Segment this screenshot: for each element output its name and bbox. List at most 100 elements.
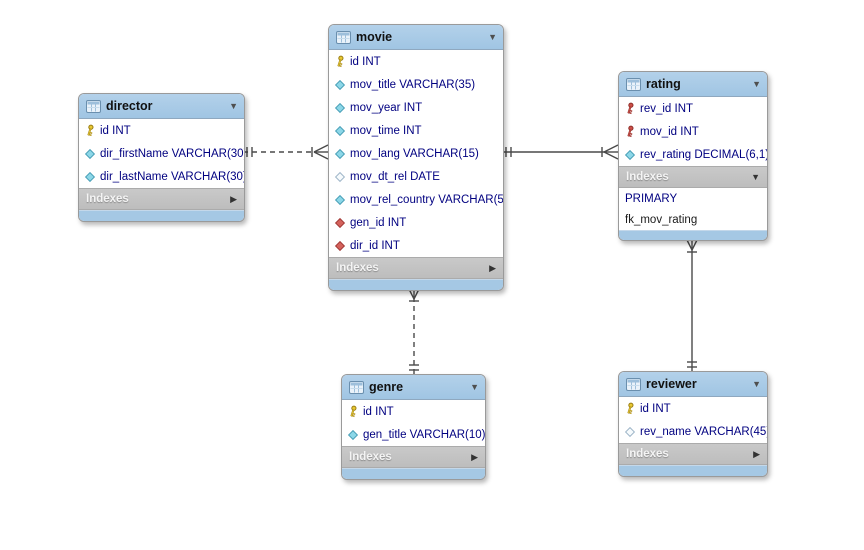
table-icon xyxy=(626,377,641,391)
primary-foreign-key-icon xyxy=(624,102,636,115)
column-definition: dir_id INT xyxy=(350,239,400,252)
column-definition: mov_dt_rel DATE xyxy=(350,170,440,183)
column-definition: mov_lang VARCHAR(15) xyxy=(350,147,479,160)
column-icon xyxy=(624,148,636,161)
collapse-arrow-icon[interactable]: ▼ xyxy=(470,381,479,392)
column-definition: id INT xyxy=(363,405,394,418)
indexes-label: Indexes xyxy=(86,193,129,205)
table-name: director xyxy=(106,99,153,113)
column-definition: gen_title VARCHAR(10) xyxy=(363,428,486,441)
column-row-mov_id[interactable]: mov_id INT xyxy=(619,120,767,143)
table-footer xyxy=(329,279,503,290)
column-row-mov_dt_rel[interactable]: mov_dt_rel DATE xyxy=(329,165,503,188)
column-definition: rev_id INT xyxy=(640,102,694,115)
column-row-dir_lastName[interactable]: dir_lastName VARCHAR(30) xyxy=(79,165,244,188)
primary-key-icon xyxy=(624,402,636,415)
column-definition: rev_rating DECIMAL(6,1) xyxy=(640,148,768,161)
column-definition: mov_id INT xyxy=(640,125,699,138)
relationship-genre-movie[interactable] xyxy=(406,284,422,374)
table-header[interactable]: movie ▼ xyxy=(329,25,503,50)
column-row-id[interactable]: id INT xyxy=(619,397,767,420)
table-name: genre xyxy=(369,380,404,394)
index-name: fk_mov_rating xyxy=(625,213,698,226)
column-icon xyxy=(334,124,346,137)
table-name: movie xyxy=(356,30,393,44)
column-row-mov_time[interactable]: mov_time INT xyxy=(329,119,503,142)
indexes-expanded-arrow-icon[interactable]: ▼ xyxy=(751,171,760,182)
column-definition: mov_title VARCHAR(35) xyxy=(350,78,476,91)
primary-foreign-key-icon xyxy=(624,125,636,138)
indexes-bar[interactable]: Indexes ▶ xyxy=(329,257,503,279)
column-row-rev_rating[interactable]: rev_rating DECIMAL(6,1) xyxy=(619,143,767,166)
column-row-rev_id[interactable]: rev_id INT xyxy=(619,97,767,120)
table-rating[interactable]: rating ▼ rev_id INT mov_id INT rev_rating DE… xyxy=(618,71,768,241)
relationship-movie-rating[interactable] xyxy=(502,144,619,160)
indexes-bar[interactable]: Indexes ▶ xyxy=(79,188,244,210)
table-footer xyxy=(619,230,767,240)
indexes-bar[interactable]: Indexes▼ xyxy=(619,166,767,188)
column-row-dir_firstName[interactable]: dir_firstName VARCHAR(30) xyxy=(79,142,244,165)
table-icon xyxy=(86,99,101,113)
collapse-arrow-icon[interactable]: ▼ xyxy=(229,100,238,111)
indexes-label: Indexes xyxy=(336,262,379,274)
table-footer xyxy=(619,465,767,476)
column-row-id[interactable]: id INT xyxy=(329,50,503,73)
table-director[interactable]: director ▼ id INT dir_firstName VARCHAR(30)… xyxy=(78,93,245,222)
column-icon xyxy=(334,101,346,114)
foreign-key-column-icon xyxy=(334,239,346,252)
column-definition: mov_time INT xyxy=(350,124,422,137)
collapse-arrow-icon[interactable]: ▼ xyxy=(752,378,761,389)
table-header[interactable]: director ▼ xyxy=(79,94,244,119)
column-row-dir_id[interactable]: dir_id INT xyxy=(329,234,503,257)
column-icon xyxy=(334,78,346,91)
column-definition: gen_id INT xyxy=(350,216,407,229)
column-definition: dir_firstName VARCHAR(30) xyxy=(100,147,245,160)
indexes-label: Indexes xyxy=(626,448,669,460)
collapse-arrow-icon[interactable]: ▼ xyxy=(752,78,761,89)
index-row-PRIMARY[interactable]: PRIMARY xyxy=(619,188,767,209)
table-name: reviewer xyxy=(646,377,697,391)
indexes-bar[interactable]: Indexes ▶ xyxy=(342,446,485,468)
column-row-mov_lang[interactable]: mov_lang VARCHAR(15) xyxy=(329,142,503,165)
column-row-gen_title[interactable]: gen_title VARCHAR(10) xyxy=(342,423,485,446)
column-row-rev_name[interactable]: rev_name VARCHAR(45) xyxy=(619,420,767,443)
column-row-mov_rel_country[interactable]: mov_rel_country VARCHAR(5) xyxy=(329,188,503,211)
column-definition: mov_rel_country VARCHAR(5) xyxy=(350,193,504,206)
column-row-mov_title[interactable]: mov_title VARCHAR(35) xyxy=(329,73,503,96)
indexes-label: Indexes xyxy=(349,451,392,463)
index-row-fk_mov_rating[interactable]: fk_mov_rating xyxy=(619,209,767,230)
column-row-mov_year[interactable]: mov_year INT xyxy=(329,96,503,119)
column-icon xyxy=(84,170,96,183)
table-header[interactable]: rating ▼ xyxy=(619,72,767,97)
table-movie[interactable]: movie ▼ id INT mov_title VARCHAR(35) mov_yea… xyxy=(328,24,504,291)
primary-key-icon xyxy=(334,55,346,68)
column-definition: mov_year INT xyxy=(350,101,423,114)
column-icon xyxy=(84,147,96,160)
primary-key-icon xyxy=(84,124,96,137)
table-header[interactable]: genre ▼ xyxy=(342,375,485,400)
indexes-collapsed-arrow-icon[interactable]: ▶ xyxy=(471,451,478,462)
primary-key-icon xyxy=(347,405,359,418)
indexes-collapsed-arrow-icon[interactable]: ▶ xyxy=(230,193,237,204)
column-row-id[interactable]: id INT xyxy=(342,400,485,423)
indexes-collapsed-arrow-icon[interactable]: ▶ xyxy=(489,262,496,273)
nullable-column-icon xyxy=(624,425,636,438)
column-icon xyxy=(334,193,346,206)
foreign-key-column-icon xyxy=(334,216,346,229)
table-icon xyxy=(336,30,351,44)
indexes-bar[interactable]: Indexes ▶ xyxy=(619,443,767,465)
indexes-collapsed-arrow-icon[interactable]: ▶ xyxy=(753,448,760,459)
table-genre[interactable]: genre ▼ id INT gen_title VARCHAR(10) Indexes… xyxy=(341,374,486,480)
column-row-gen_id[interactable]: gen_id INT xyxy=(329,211,503,234)
column-row-id[interactable]: id INT xyxy=(79,119,244,142)
table-icon xyxy=(349,380,364,394)
column-definition: dir_lastName VARCHAR(30) xyxy=(100,170,245,183)
relationship-reviewer-rating[interactable] xyxy=(684,235,700,371)
table-name: rating xyxy=(646,77,681,91)
relationship-director-movie[interactable] xyxy=(243,144,329,160)
column-icon xyxy=(347,428,359,441)
collapse-arrow-icon[interactable]: ▼ xyxy=(488,31,497,42)
table-header[interactable]: reviewer ▼ xyxy=(619,372,767,397)
